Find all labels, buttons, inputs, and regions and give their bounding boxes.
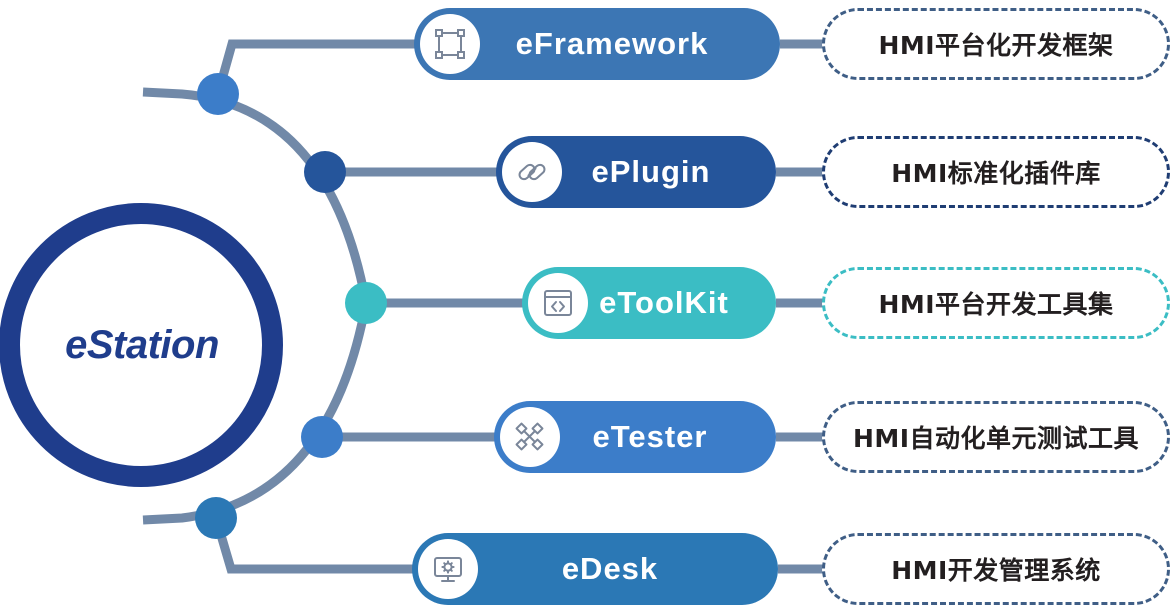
description-capsule-edesk: HMI开发管理系统	[822, 533, 1170, 605]
product-pill-eframework[interactable]: eFramework	[414, 8, 780, 80]
node-dot-eframework[interactable]	[197, 73, 239, 115]
description-text-eplugin: HMI标准化插件库	[891, 159, 1101, 188]
description-text-etoolkit: HMI平台开发工具集	[878, 290, 1114, 319]
description-capsule-etester: HMI自动化单元测试工具	[822, 401, 1170, 473]
product-pill-eplugin[interactable]: ePlugin	[496, 136, 776, 208]
artboard-frame-icon	[420, 14, 480, 74]
node-network-icon	[500, 407, 560, 467]
product-pill-etester[interactable]: eTester	[494, 401, 776, 473]
branch-row-etester: eTester HMI自动化单元测试工具	[0, 401, 1174, 473]
code-window-icon	[528, 273, 588, 333]
description-text-eframework: HMI平台化开发框架	[878, 31, 1114, 60]
description-text-edesk: HMI开发管理系统	[891, 556, 1101, 585]
description-capsule-etoolkit: HMI平台开发工具集	[822, 267, 1170, 339]
node-dot-eplugin[interactable]	[304, 151, 346, 193]
branch-row-edesk: eDesk HMI开发管理系统	[0, 533, 1174, 605]
branch-row-eframework: eFramework HMI平台化开发框架	[0, 8, 1174, 80]
product-name-etoolkit: eToolKit	[599, 285, 729, 320]
description-capsule-eplugin: HMI标准化插件库	[822, 136, 1170, 208]
node-dot-edesk[interactable]	[195, 497, 237, 539]
product-name-etester: eTester	[592, 419, 708, 454]
product-name-edesk: eDesk	[561, 551, 659, 586]
branch-row-eplugin: ePlugin HMI标准化插件库	[0, 136, 1174, 208]
node-dot-etoolkit[interactable]	[345, 282, 387, 324]
description-text-etester: HMI自动化单元测试工具	[852, 424, 1140, 453]
product-name-eframework: eFramework	[515, 26, 709, 61]
product-pill-etoolkit[interactable]: eToolKit	[522, 267, 776, 339]
product-pill-edesk[interactable]: eDesk	[412, 533, 778, 605]
description-capsule-eframework: HMI平台化开发框架	[822, 8, 1170, 80]
product-name-eplugin: ePlugin	[591, 154, 711, 189]
node-dot-etester[interactable]	[301, 416, 343, 458]
monitor-gear-icon	[418, 539, 478, 599]
chain-link-icon	[502, 142, 562, 202]
branch-row-etoolkit: eToolKit HMI平台开发工具集	[0, 267, 1174, 339]
